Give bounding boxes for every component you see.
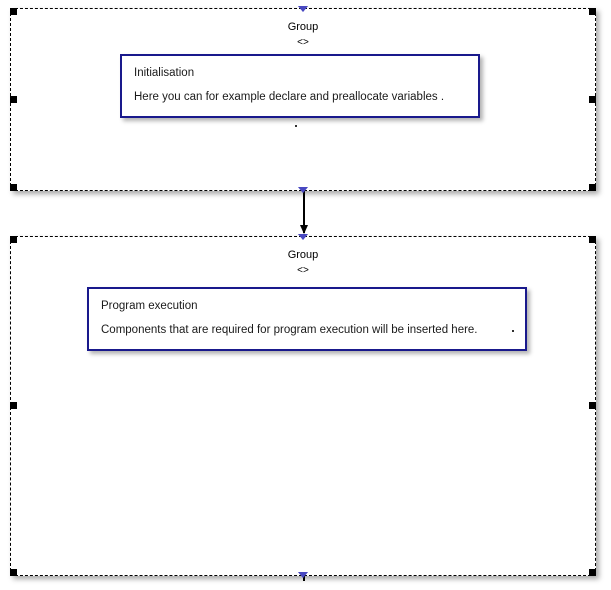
- group-initialisation-stereotype: <>: [297, 37, 309, 48]
- resize-handle-middle-left[interactable]: [10, 95, 17, 103]
- output-port-icon[interactable]: [298, 187, 308, 193]
- connector-init-to-exec[interactable]: [300, 190, 308, 234]
- group-program-execution-title: Group: [287, 249, 319, 261]
- note-initialisation[interactable]: Initialisation Here you can for example …: [120, 54, 480, 118]
- note-program-execution-body: Components that are required for program…: [101, 324, 478, 336]
- note-program-execution-title: Program execution: [101, 300, 198, 312]
- arrowhead-icon: [300, 225, 308, 234]
- resize-handle-top-right[interactable]: [589, 8, 596, 15]
- resize-handle-top-right[interactable]: [589, 236, 596, 243]
- stray-dot-marker: [295, 125, 297, 127]
- resize-handle-middle-right[interactable]: [589, 95, 596, 103]
- resize-handle-bottom-right[interactable]: [589, 569, 596, 576]
- output-port-icon[interactable]: [298, 572, 308, 578]
- note-initialisation-body: Here you can for example declare and pre…: [134, 91, 445, 103]
- group-initialisation-title: Group: [287, 21, 319, 33]
- resize-handle-bottom-left[interactable]: [10, 569, 17, 576]
- resize-handle-bottom-left[interactable]: [10, 184, 17, 191]
- connector-line: [303, 190, 305, 233]
- note-initialisation-title: Initialisation: [134, 67, 195, 79]
- stray-dot-marker: [512, 330, 514, 332]
- note-program-execution[interactable]: Program execution Components that are re…: [87, 287, 527, 351]
- resize-handle-middle-left[interactable]: [10, 402, 17, 409]
- resize-handle-middle-right[interactable]: [589, 402, 596, 409]
- resize-handle-bottom-right[interactable]: [589, 184, 596, 191]
- resize-handle-top-left[interactable]: [10, 8, 17, 15]
- input-port-icon[interactable]: [298, 234, 308, 240]
- input-port-icon[interactable]: [298, 6, 308, 12]
- group-program-execution-stereotype: <>: [297, 265, 309, 276]
- resize-handle-top-left[interactable]: [10, 236, 17, 243]
